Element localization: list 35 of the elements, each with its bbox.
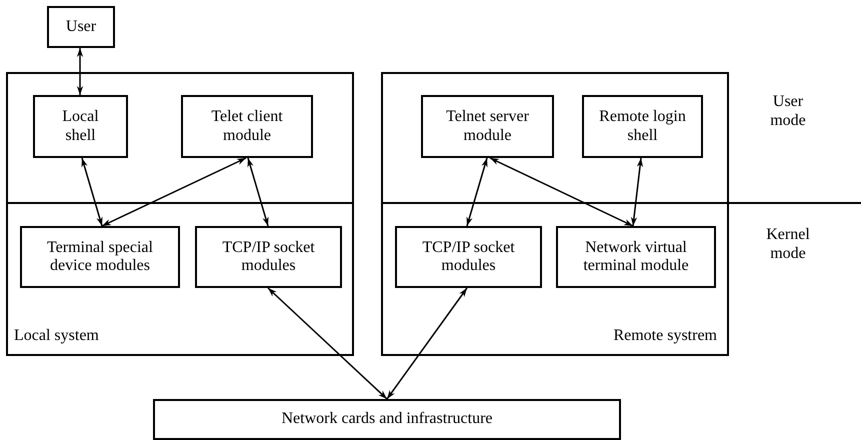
module-box xyxy=(153,399,621,440)
module-box xyxy=(195,226,342,288)
double-arrow xyxy=(267,287,388,400)
mode-label: Kernel mode xyxy=(765,225,811,264)
module-box xyxy=(47,6,115,48)
module-label: User xyxy=(64,18,98,36)
module-label: Remote login shell xyxy=(598,108,687,145)
system-label: Remote systrem xyxy=(613,326,717,346)
module-box xyxy=(395,226,542,288)
double-arrow xyxy=(490,157,634,227)
module-label: Telnet server module xyxy=(445,108,530,145)
module-label: TCP/IP socket modules xyxy=(221,238,316,276)
module-box xyxy=(33,95,128,158)
double-arrow xyxy=(466,158,488,226)
mode-label: User mode xyxy=(769,92,807,130)
module-label: Local shell xyxy=(61,108,100,145)
double-arrow xyxy=(76,48,84,95)
module-box xyxy=(20,226,180,288)
module-label: Network cards and infrastructure xyxy=(280,410,494,429)
module-label: Terminal special device modules xyxy=(46,238,154,276)
module-label: Network virtual terminal module xyxy=(582,238,690,276)
module-label: TCP/IP socket modules xyxy=(421,238,516,276)
double-arrow xyxy=(386,288,468,400)
double-arrow xyxy=(247,158,269,226)
system-frame xyxy=(381,72,729,356)
module-label: Telet client module xyxy=(210,108,284,145)
double-arrow xyxy=(81,158,103,226)
system-frame xyxy=(6,72,354,356)
double-arrow xyxy=(630,158,644,226)
module-box xyxy=(421,95,554,158)
double-arrow xyxy=(102,157,246,227)
module-box xyxy=(582,95,703,158)
module-box xyxy=(556,226,716,288)
module-box xyxy=(181,95,313,158)
system-label: Local system xyxy=(14,326,99,346)
